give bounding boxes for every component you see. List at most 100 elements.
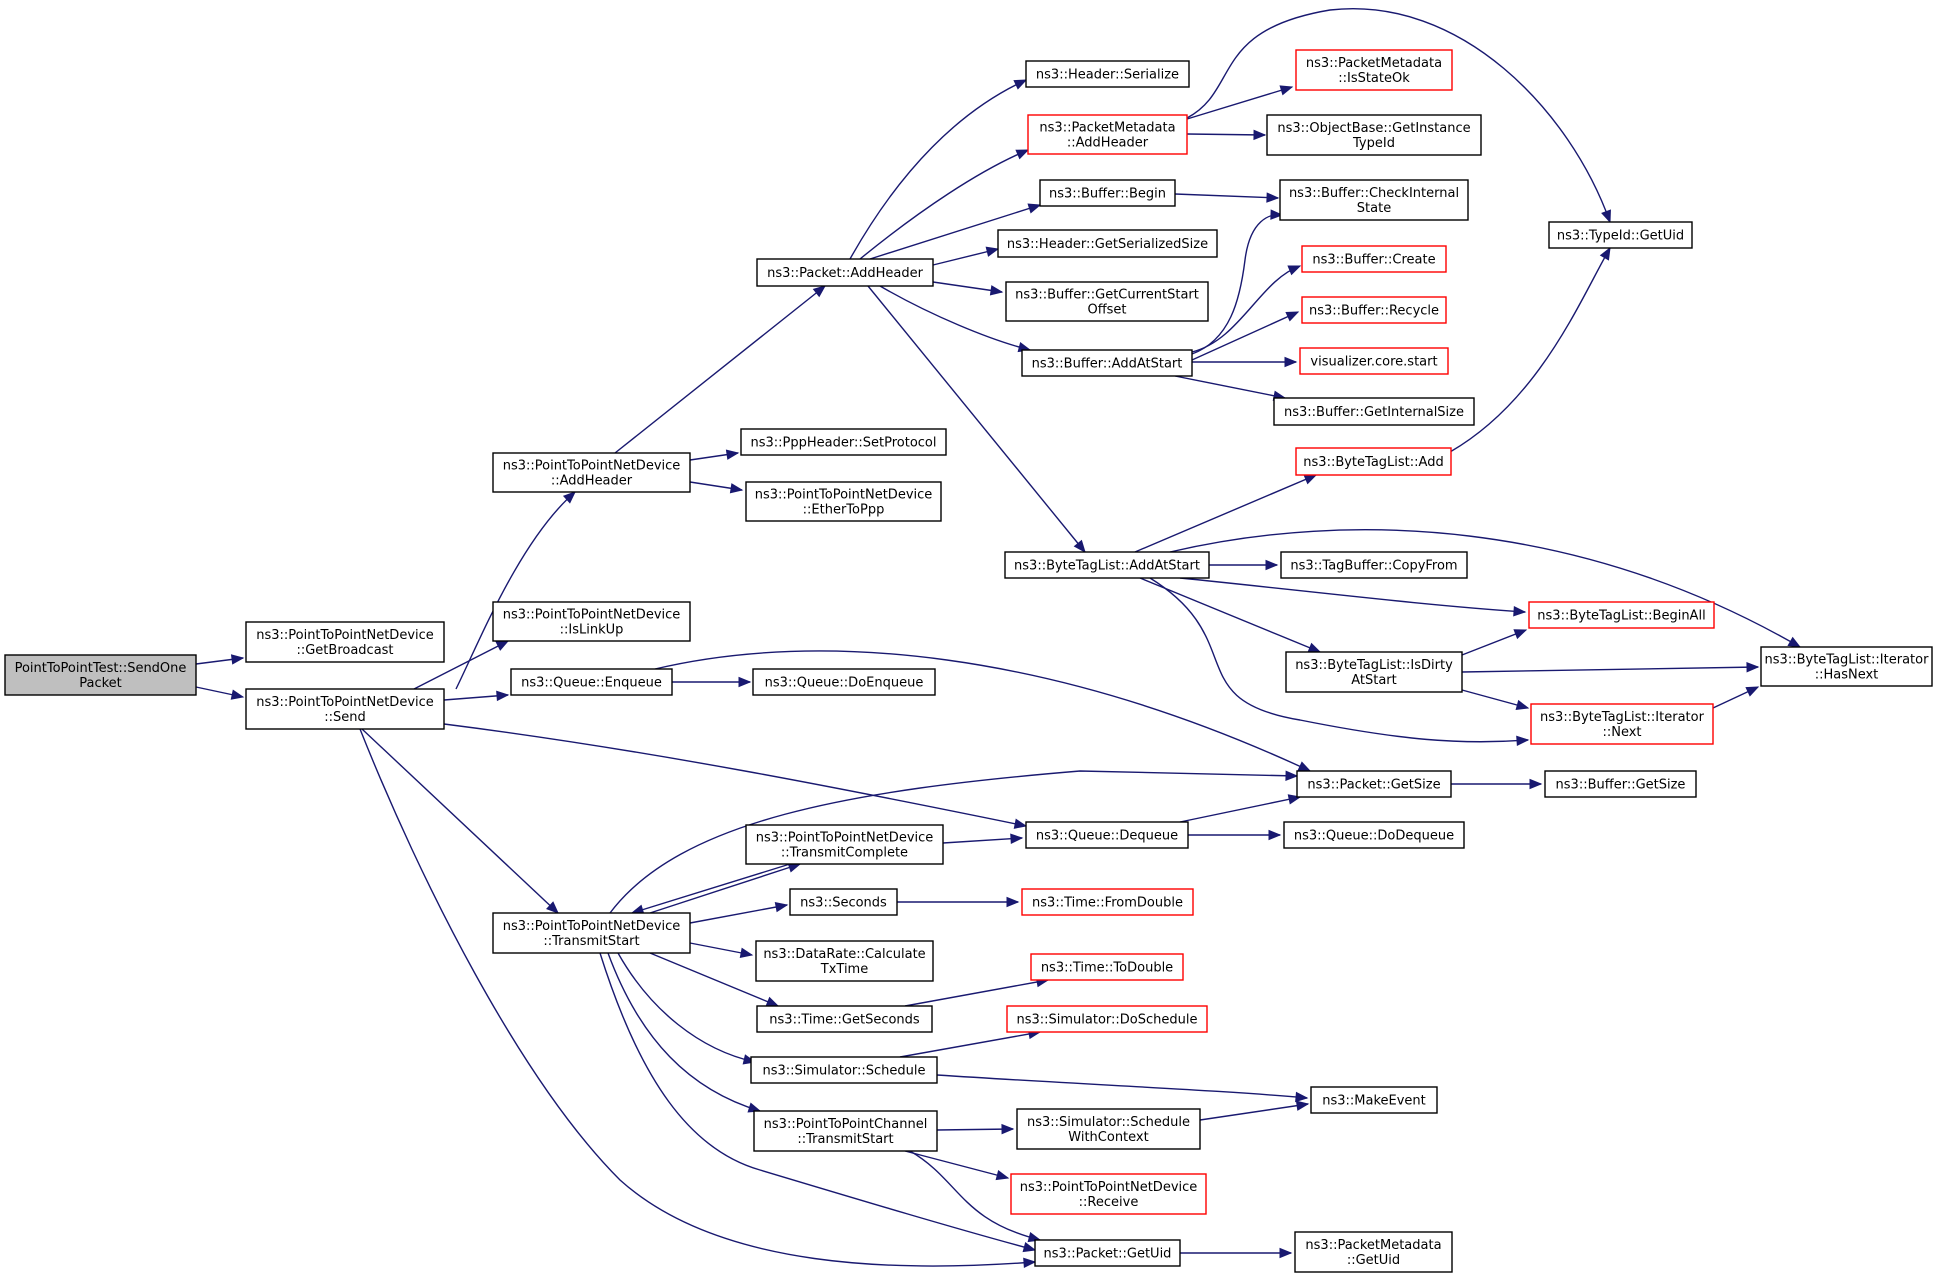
node-box[interactable] xyxy=(752,668,936,696)
node-box[interactable] xyxy=(1266,114,1482,156)
node-btl-iter-next[interactable]: ns3::ByteTagList::Iterator::Next xyxy=(1530,703,1714,745)
node-box[interactable] xyxy=(1039,179,1176,207)
node-box[interactable] xyxy=(1548,221,1693,249)
node-dequeue[interactable]: ns3::Queue::Dequeue xyxy=(1025,821,1189,849)
node-buf-getsize[interactable]: ns3::Buffer::GetSize xyxy=(1544,770,1697,798)
node-box[interactable] xyxy=(740,428,947,456)
node-box[interactable] xyxy=(1016,1108,1201,1150)
node-box[interactable] xyxy=(1295,49,1453,91)
node-box[interactable] xyxy=(1025,60,1190,88)
node-doenqueue[interactable]: ns3::Queue::DoEnqueue xyxy=(752,668,936,696)
node-time-getseconds[interactable]: ns3::Time::GetSeconds xyxy=(756,1005,933,1033)
node-btl-beginall[interactable]: ns3::ByteTagList::BeginAll xyxy=(1528,601,1715,629)
node-box[interactable] xyxy=(750,1056,938,1084)
node-tagbuf-copyfrom[interactable]: ns3::TagBuffer::CopyFrom xyxy=(1280,551,1468,579)
node-box[interactable] xyxy=(997,229,1218,258)
node-box[interactable] xyxy=(1027,114,1188,155)
node-box[interactable] xyxy=(245,688,445,730)
node-box[interactable] xyxy=(1004,551,1210,579)
node-buf-addatstart[interactable]: ns3::Buffer::AddAtStart xyxy=(1021,349,1193,377)
node-box[interactable] xyxy=(1301,245,1447,273)
node-pm-isstateok[interactable]: ns3::PacketMetadata::IsStateOk xyxy=(1295,49,1453,91)
node-pkt-getuid[interactable]: ns3::Packet::GetUid xyxy=(1034,1239,1181,1267)
node-box[interactable] xyxy=(1301,296,1447,324)
node-chan-transmitstart[interactable]: ns3::PointToPointChannel::TransmitStart xyxy=(753,1110,938,1152)
node-box[interactable] xyxy=(1294,1231,1453,1273)
node-enqueue[interactable]: ns3::Queue::Enqueue xyxy=(510,668,673,696)
node-buf-create[interactable]: ns3::Buffer::Create xyxy=(1301,245,1447,273)
node-box[interactable] xyxy=(789,888,898,916)
node-btl-addatstart[interactable]: ns3::ByteTagList::AddAtStart xyxy=(1004,551,1210,579)
node-seconds[interactable]: ns3::Seconds xyxy=(789,888,898,916)
node-box[interactable] xyxy=(1280,551,1468,579)
node-box[interactable] xyxy=(756,1005,933,1033)
node-getbroadcast[interactable]: ns3::PointToPointNetDevice::GetBroadcast xyxy=(245,621,445,663)
node-box[interactable] xyxy=(492,601,691,642)
node-buf-begin[interactable]: ns3::Buffer::Begin xyxy=(1039,179,1176,207)
node-box[interactable] xyxy=(4,654,197,696)
node-setprotocol[interactable]: ns3::PppHeader::SetProtocol xyxy=(740,428,947,456)
node-transmitstart[interactable]: ns3::PointToPointNetDevice::TransmitStar… xyxy=(492,912,691,954)
node-box[interactable] xyxy=(745,481,942,522)
node-box[interactable] xyxy=(510,668,673,696)
node-box[interactable] xyxy=(1030,953,1184,981)
node-dodequeue[interactable]: ns3::Queue::DoDequeue xyxy=(1283,821,1465,849)
node-box[interactable] xyxy=(1299,347,1449,375)
node-box[interactable] xyxy=(1530,703,1714,745)
node-buf-recycle[interactable]: ns3::Buffer::Recycle xyxy=(1301,296,1447,324)
node-box[interactable] xyxy=(756,258,934,287)
node-box[interactable] xyxy=(1279,179,1469,221)
node-box[interactable] xyxy=(1010,1173,1207,1215)
node-hdr-serialize[interactable]: ns3::Header::Serialize xyxy=(1025,60,1190,88)
node-box[interactable] xyxy=(1273,397,1475,426)
node-sim-doschedule[interactable]: ns3::Simulator::DoSchedule xyxy=(1006,1005,1208,1033)
node-pm-addheader[interactable]: ns3::PacketMetadata::AddHeader xyxy=(1027,114,1188,155)
node-box[interactable] xyxy=(245,621,445,663)
node-islinkup[interactable]: ns3::PointToPointNetDevice::IsLinkUp xyxy=(492,601,691,642)
node-ethertoppp[interactable]: ns3::PointToPointNetDevice::EtherToPpp xyxy=(745,481,942,522)
node-box[interactable] xyxy=(492,452,691,493)
node-typeid-getuid[interactable]: ns3::TypeId::GetUid xyxy=(1548,221,1693,249)
node-buf-getinternalsize[interactable]: ns3::Buffer::GetInternalSize xyxy=(1273,397,1475,426)
node-box[interactable] xyxy=(1025,821,1189,849)
node-pm-getuid[interactable]: ns3::PacketMetadata::GetUid xyxy=(1294,1231,1453,1273)
node-box[interactable] xyxy=(1528,601,1715,629)
node-box[interactable] xyxy=(1285,651,1463,693)
node-hdr-getsize[interactable]: ns3::Header::GetSerializedSize xyxy=(997,229,1218,258)
node-box[interactable] xyxy=(1006,1005,1208,1033)
node-pkt-getsize[interactable]: ns3::Packet::GetSize xyxy=(1296,770,1452,798)
node-box[interactable] xyxy=(1295,447,1452,476)
node-box[interactable] xyxy=(1310,1086,1438,1114)
node-pkt-addheader[interactable]: ns3::Packet::AddHeader xyxy=(756,258,934,287)
node-box[interactable] xyxy=(755,940,934,982)
node-time-fromdouble[interactable]: ns3::Time::FromDouble xyxy=(1021,888,1194,916)
node-box[interactable] xyxy=(1034,1239,1181,1267)
node-box[interactable] xyxy=(1760,646,1933,687)
node-p2p-receive[interactable]: ns3::PointToPointNetDevice::Receive xyxy=(1010,1173,1207,1215)
node-makeevent[interactable]: ns3::MakeEvent xyxy=(1310,1086,1438,1114)
node-box[interactable] xyxy=(492,912,691,954)
node-time-todouble[interactable]: ns3::Time::ToDouble xyxy=(1030,953,1184,981)
node-box[interactable] xyxy=(1544,770,1697,798)
node-box[interactable] xyxy=(1021,349,1193,377)
node-box[interactable] xyxy=(1005,281,1209,322)
node-transmitcomplete[interactable]: ns3::PointToPointNetDevice::TransmitComp… xyxy=(745,824,944,865)
node-btl-iter-hasnext[interactable]: ns3::ByteTagList::Iterator::HasNext xyxy=(1760,646,1933,687)
node-box[interactable] xyxy=(1021,888,1194,916)
node-viz-start[interactable]: visualizer.core.start xyxy=(1299,347,1449,375)
node-btl-add[interactable]: ns3::ByteTagList::Add xyxy=(1295,447,1452,476)
node-box[interactable] xyxy=(1283,821,1465,849)
node-sim-schedule[interactable]: ns3::Simulator::Schedule xyxy=(750,1056,938,1084)
node-p2p-addheader[interactable]: ns3::PointToPointNetDevice::AddHeader xyxy=(492,452,691,493)
node-box[interactable] xyxy=(1296,770,1452,798)
node-box[interactable] xyxy=(745,824,944,865)
node-send[interactable]: ns3::PointToPointNetDevice::Send xyxy=(245,688,445,730)
node-box[interactable] xyxy=(753,1110,938,1152)
